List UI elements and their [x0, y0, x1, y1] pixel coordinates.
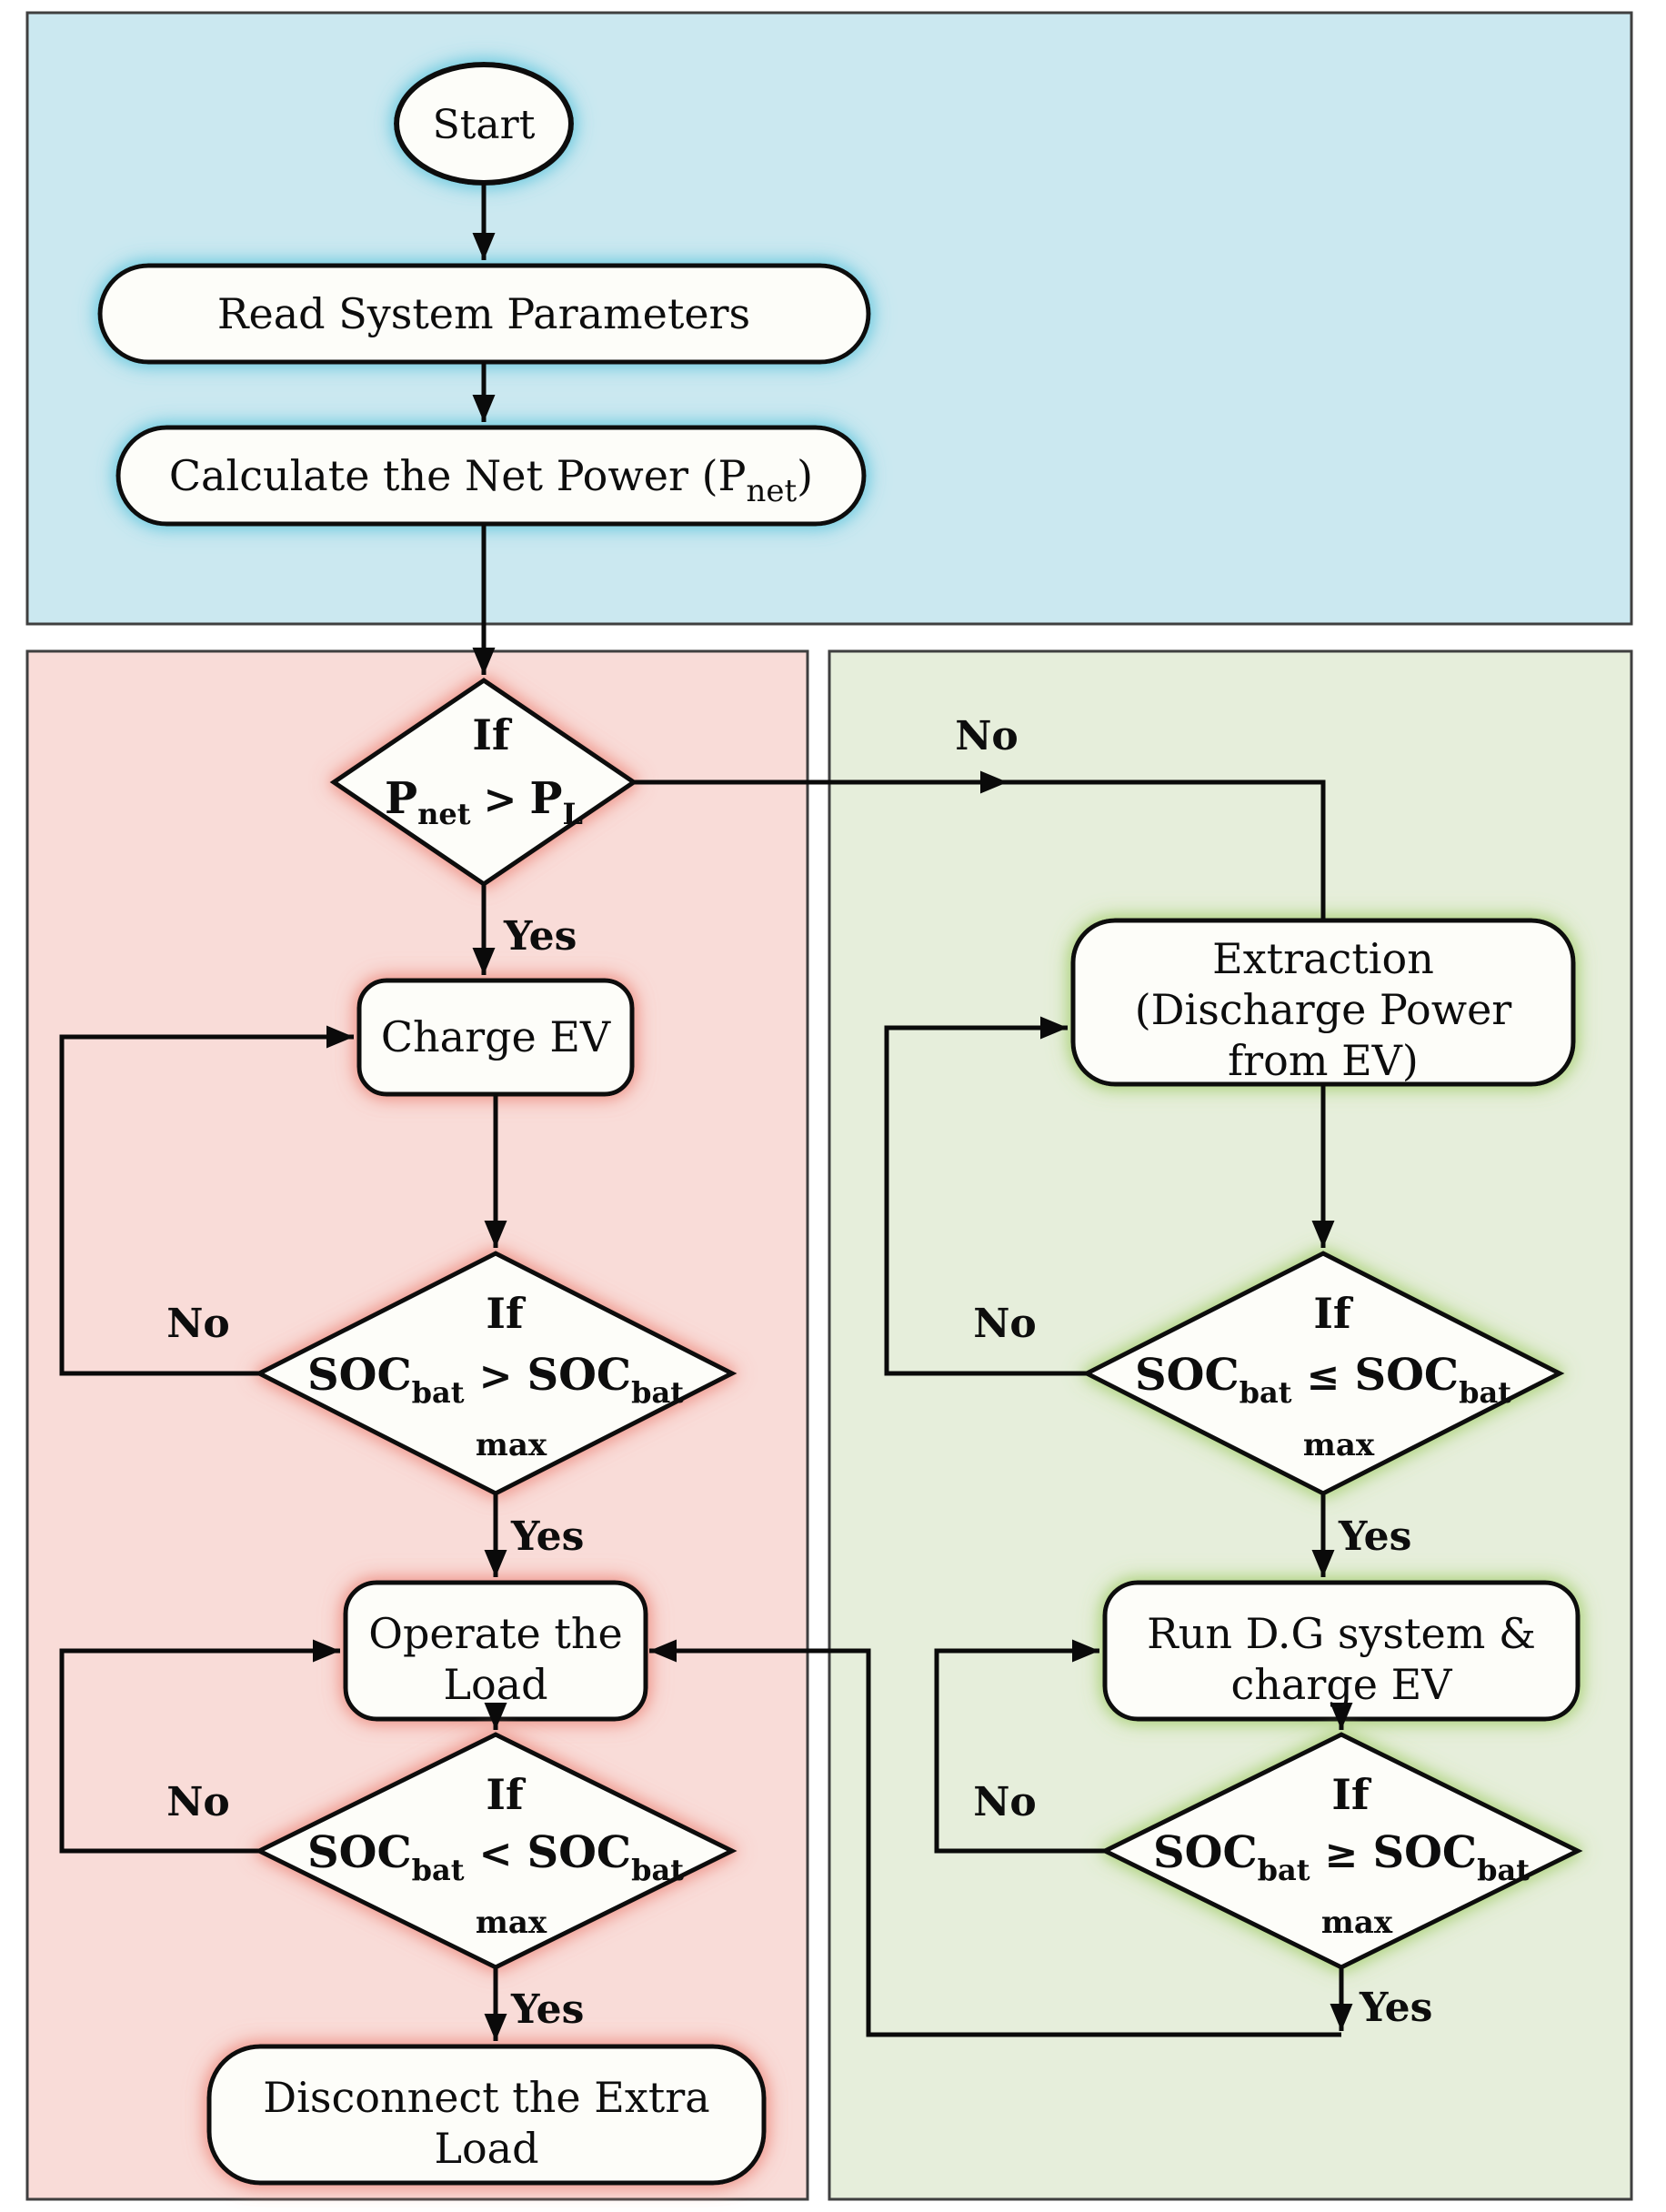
pnet-decision-if: If: [472, 710, 513, 759]
soc-lt-decision-expr: SOCbat<SOCbat: [307, 1827, 684, 1887]
extraction-label-2: (Discharge Power: [1135, 985, 1512, 1034]
calculate-net-power-label: Calculate the Net Power (Pnet): [169, 451, 813, 509]
soc-ge-decision-expr: SOCbat≥SOCbat: [1153, 1827, 1530, 1887]
disconnect-load-node: [206, 2044, 767, 2186]
connector-socgt-no-loop: [59, 1025, 354, 1376]
soc-gt-decision-max: max: [476, 1427, 547, 1463]
calculate-net-power-node: [115, 425, 867, 527]
pnet-no-label: No: [955, 713, 1019, 759]
soc-lt-decision-if: If: [486, 1770, 527, 1819]
start-label: Start: [433, 102, 536, 148]
disconnect-load-label-1: Disconnect the Extra: [263, 2073, 709, 2122]
soc-le-decision-if: If: [1313, 1289, 1354, 1338]
soc-ge-no-label: No: [973, 1779, 1037, 1825]
soc-lt-decision-max: max: [476, 1905, 547, 1941]
pnet-decision-expr: Pnet>PL: [385, 773, 583, 831]
operate-load-label-1: Operate the: [368, 1609, 622, 1658]
run-dg-label-1: Run D.G system &: [1147, 1609, 1536, 1658]
run-dg-label-2: charge EV: [1231, 1660, 1453, 1709]
soc-gt-no-label: No: [166, 1301, 230, 1347]
soc-le-yes-label: Yes: [1338, 1513, 1411, 1560]
connector-socle-no-loop: [884, 1016, 1087, 1376]
extraction-label-1: Extraction: [1212, 934, 1434, 983]
soc-lt-no-label: No: [166, 1779, 230, 1825]
extraction-label-3: from EV): [1228, 1036, 1419, 1085]
read-parameters-label: Read System Parameters: [217, 289, 750, 338]
soc-lt-yes-label: Yes: [510, 1986, 584, 2033]
connector-socge-no-loop: [934, 1639, 1105, 1854]
soc-gt-yes-label: Yes: [510, 1513, 584, 1560]
operate-load-label-2: Load: [443, 1660, 547, 1709]
soc-le-no-label: No: [973, 1301, 1037, 1347]
charge-ev-label: Charge EV: [381, 1012, 611, 1061]
soc-ge-decision-if: If: [1331, 1770, 1372, 1819]
soc-gt-decision-expr: SOCbat>SOCbat: [307, 1350, 684, 1410]
soc-le-decision-max: max: [1303, 1427, 1375, 1463]
soc-ge-decision-max: max: [1321, 1905, 1393, 1941]
connector-pnet-no-extraction: [984, 779, 1326, 919]
soc-ge-yes-label: Yes: [1359, 1985, 1432, 2031]
connector-socge-yes-operate: [649, 1639, 1341, 2037]
pnet-yes-label: Yes: [503, 913, 577, 960]
disconnect-load-label-2: Load: [434, 2124, 538, 2173]
soc-le-decision-expr: SOCbat≤SOCbat: [1135, 1350, 1511, 1410]
soc-gt-decision-if: If: [486, 1289, 527, 1338]
connector-soclt-no-loop: [59, 1639, 340, 1854]
